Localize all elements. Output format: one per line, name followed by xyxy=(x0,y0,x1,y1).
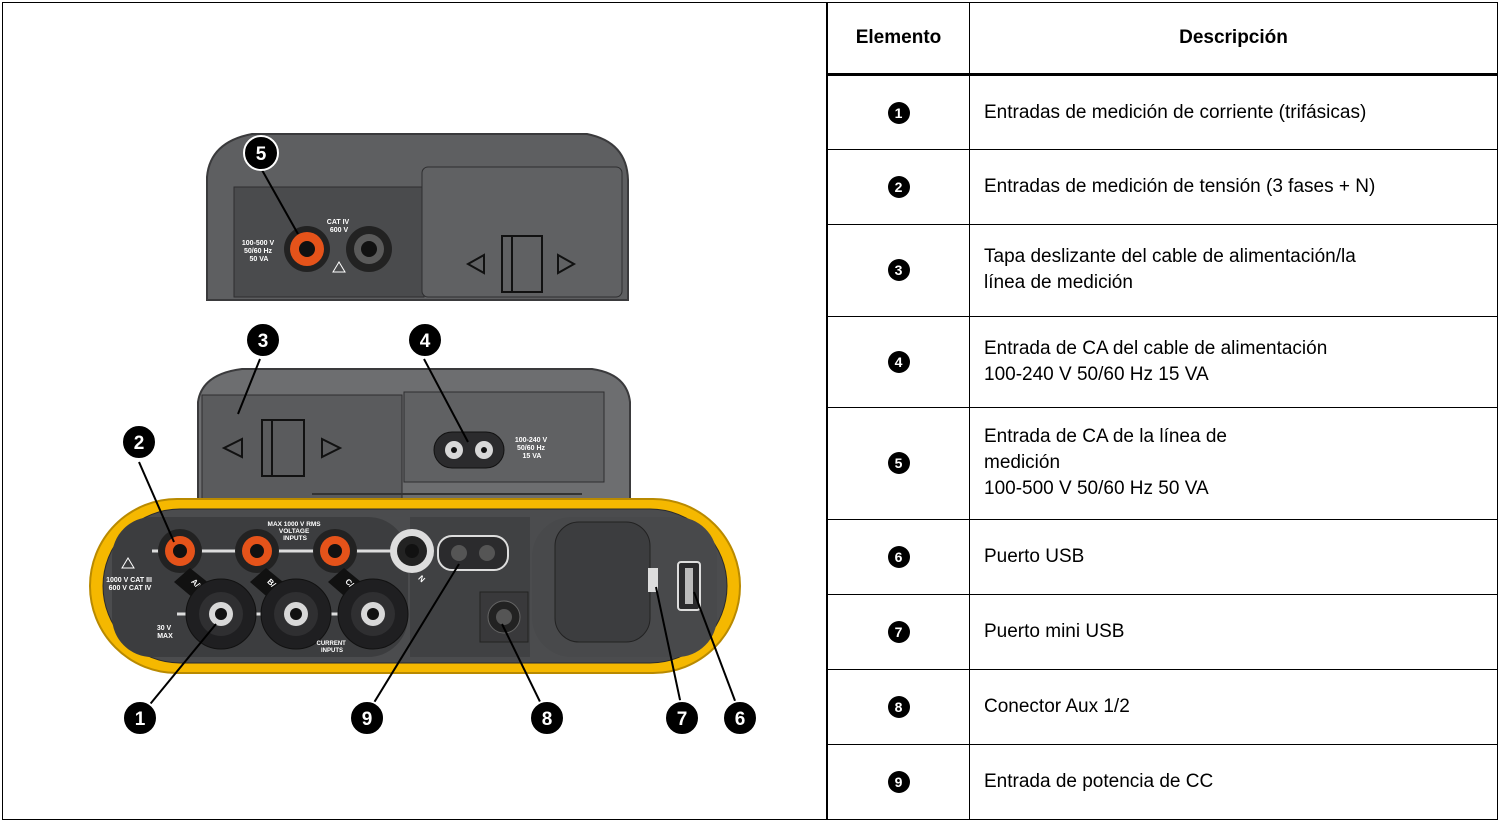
item-description: Conector Aux 1/2 xyxy=(969,668,1498,745)
top-panel: 100-500 V 50/60 Hz 50 VA CAT IV 600 V xyxy=(206,133,629,301)
ac-rating-label: 100-240 V 50/60 Hz 15 VA xyxy=(515,437,549,460)
item-number-badge: 7 xyxy=(887,620,910,643)
item-number-badge: 9 xyxy=(887,770,910,793)
front-panel: MAX 1000 V RMS VOLTAGE INPUTS A/L1 B/L2 … xyxy=(89,498,741,674)
header-item: Elemento xyxy=(827,2,970,76)
item-number-badge: 5 xyxy=(887,452,910,475)
table-row: 7 Puerto mini USB xyxy=(827,593,1498,670)
callout-4: 4 xyxy=(407,322,443,358)
item-number-badge: 2 xyxy=(887,176,910,199)
svg-text:6: 6 xyxy=(735,709,746,730)
callout-5: 5 xyxy=(243,135,279,171)
callout-7: 7 xyxy=(664,700,700,736)
neutral-label: N xyxy=(416,574,427,585)
cat-iv-label: CAT IV 600 V xyxy=(327,219,351,234)
current-connector-b xyxy=(260,578,332,650)
legend-table: Elemento Descripción 1 Entradas de medic… xyxy=(827,2,1498,821)
svg-text:4: 4 xyxy=(420,331,431,352)
header-description: Descripción xyxy=(969,2,1498,76)
voltage-inputs-label: MAX 1000 V RMS VOLTAGE INPUTS xyxy=(268,521,323,542)
item-description: Puerto USB xyxy=(969,518,1498,595)
device-figure: 100-500 V 50/60 Hz 50 VA CAT IV 600 V xyxy=(2,2,827,820)
table-row: 6 Puerto USB xyxy=(827,518,1498,595)
svg-text:9: 9 xyxy=(362,709,373,730)
callout-2: 2 xyxy=(121,424,157,460)
item-description: Entrada de potencia de CC xyxy=(969,743,1498,821)
table-row: 2 Entradas de medición de tensión (3 fas… xyxy=(827,149,1498,226)
item-description: Entrada de CA de la línea de medición 10… xyxy=(969,406,1498,520)
svg-text:5: 5 xyxy=(256,144,267,165)
current-connector-c xyxy=(337,578,409,650)
item-description: Puerto mini USB xyxy=(969,593,1498,670)
device-illustration: 100-500 V 50/60 Hz 50 VA CAT IV 600 V xyxy=(89,133,758,736)
item-description: Entrada de CA del cable de alimentación … xyxy=(969,315,1498,408)
item-description: Tapa deslizante del cable de alimentació… xyxy=(969,224,1498,317)
table-row: 8 Conector Aux 1/2 xyxy=(827,668,1498,745)
table-row: 1 Entradas de medición de corriente (tri… xyxy=(827,73,1498,151)
callout-8: 8 xyxy=(529,700,565,736)
item-number-badge: 8 xyxy=(887,695,910,718)
svg-text:3: 3 xyxy=(258,331,269,352)
callout-1: 1 xyxy=(122,700,158,736)
max-30v-label: 30 V MAX xyxy=(157,625,173,640)
callout-3: 3 xyxy=(245,322,281,358)
item-description: Entradas de medición de tensión (3 fases… xyxy=(969,149,1498,226)
legend-header-row: Elemento Descripción xyxy=(827,2,1498,76)
table-row: 5 Entrada de CA de la línea de medición … xyxy=(827,406,1498,520)
table-row: 9 Entrada de potencia de CC xyxy=(827,743,1498,821)
item-description: Entradas de medición de corriente (trifá… xyxy=(969,73,1498,151)
current-connector-a xyxy=(185,578,257,650)
cat-rating-left: 1000 V CAT III 600 V CAT IV xyxy=(106,577,154,592)
item-number-badge: 6 xyxy=(887,545,910,568)
item-number-badge: 4 xyxy=(887,350,910,373)
svg-text:8: 8 xyxy=(542,709,553,730)
table-row: 3 Tapa deslizante del cable de alimentac… xyxy=(827,224,1498,317)
current-inputs-label: CURRENT INPUTS xyxy=(316,641,347,654)
svg-text:7: 7 xyxy=(677,709,688,730)
svg-text:1: 1 xyxy=(135,709,146,730)
top-rating-label: 100-500 V 50/60 Hz 50 VA xyxy=(242,240,276,263)
item-number-badge: 3 xyxy=(887,259,910,282)
table-row: 4 Entrada de CA del cable de alimentació… xyxy=(827,315,1498,408)
svg-text:2: 2 xyxy=(134,433,145,454)
device-body: 100-240 V 50/60 Hz 15 VA xyxy=(197,368,631,506)
callout-leader-lines xyxy=(138,169,741,715)
callout-6: 6 xyxy=(722,700,758,736)
item-number-badge: 1 xyxy=(887,101,910,124)
callout-9: 9 xyxy=(349,700,385,736)
